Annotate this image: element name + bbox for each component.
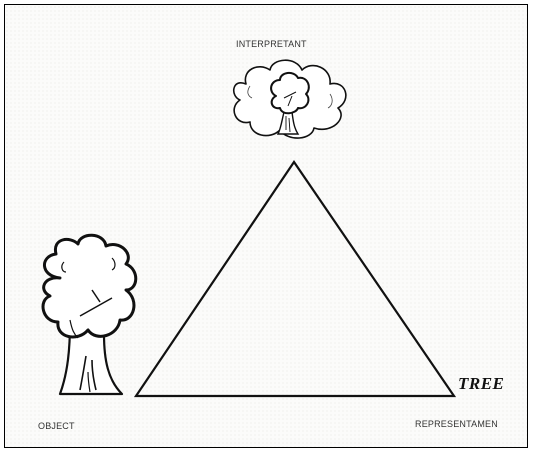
interpretant-tree-icon [270, 72, 310, 135]
object-tree-icon [41, 233, 138, 396]
representamen-word: TREE [458, 374, 505, 393]
object-label: OBJECT [38, 421, 75, 431]
interpretant-label: INTERPRETANT [236, 39, 307, 49]
representamen-label: REPRESENTAMEN [415, 419, 498, 429]
semiotic-triangle [133, 160, 457, 398]
